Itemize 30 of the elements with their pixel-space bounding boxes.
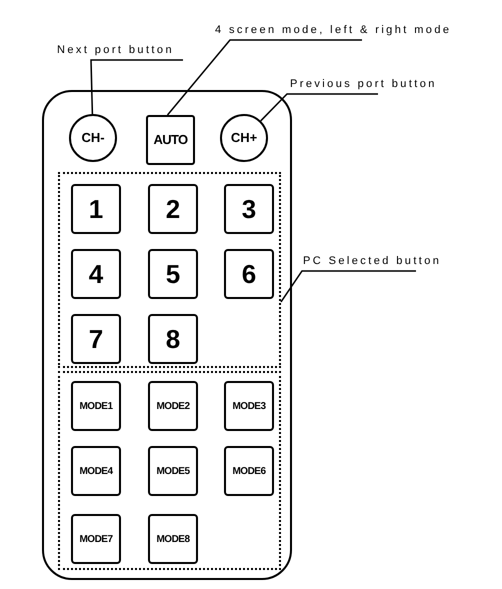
mode-button: MODE2 bbox=[148, 381, 198, 431]
number-button: 4 bbox=[71, 249, 121, 299]
dotted-button-group bbox=[58, 172, 281, 368]
dotted-button-group bbox=[58, 371, 281, 570]
number-button: 5 bbox=[148, 249, 198, 299]
mode-button: MODE1 bbox=[71, 381, 121, 431]
mode-button: MODE3 bbox=[224, 381, 274, 431]
remote-button: AUTO bbox=[146, 115, 195, 165]
round-button: CH+ bbox=[220, 114, 268, 162]
callout-label: 4 screen mode, left & right mode bbox=[215, 23, 452, 37]
mode-button: MODE5 bbox=[148, 446, 198, 496]
round-button: CH- bbox=[69, 114, 117, 162]
mode-button: MODE8 bbox=[148, 514, 198, 564]
number-button: 6 bbox=[224, 249, 274, 299]
callout-label: Previous port button bbox=[290, 77, 437, 91]
mode-button: MODE4 bbox=[71, 446, 121, 496]
number-button: 1 bbox=[71, 184, 121, 234]
leader-line bbox=[260, 93, 378, 122]
remote-control-body bbox=[42, 90, 292, 580]
number-button: 3 bbox=[224, 184, 274, 234]
number-button: 7 bbox=[71, 314, 121, 364]
number-button: 2 bbox=[148, 184, 198, 234]
leader-line bbox=[90, 59, 183, 114]
callout-label: PC Selected button bbox=[303, 254, 442, 268]
number-button: 8 bbox=[148, 314, 198, 364]
mode-button: MODE7 bbox=[71, 514, 121, 564]
leader-line bbox=[166, 39, 362, 116]
callout-label: Next port button bbox=[57, 43, 174, 57]
leader-line bbox=[280, 270, 416, 302]
mode-button: MODE6 bbox=[224, 446, 274, 496]
